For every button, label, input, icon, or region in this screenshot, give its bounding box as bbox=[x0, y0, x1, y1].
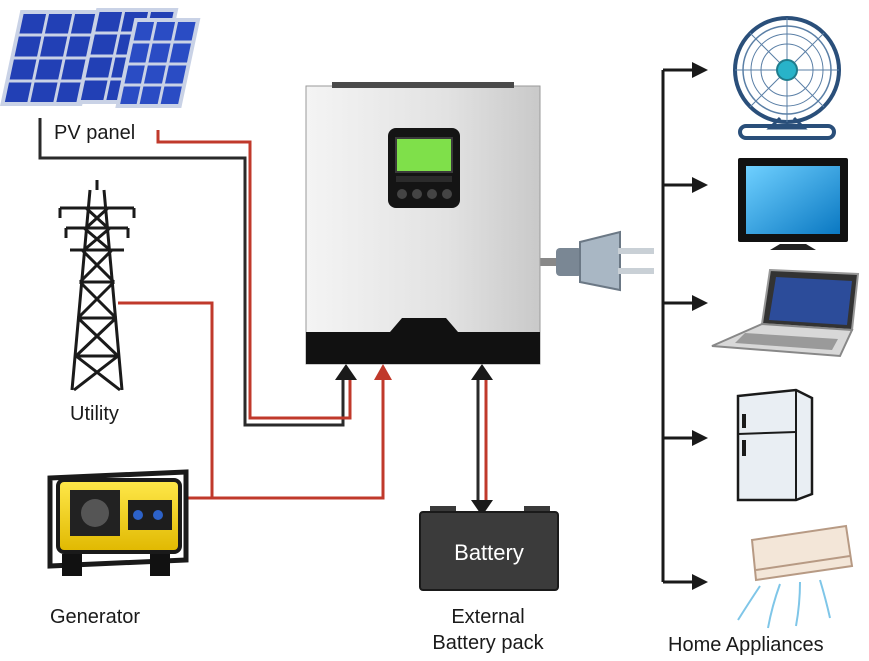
utility-red-wire bbox=[118, 301, 214, 498]
generator-red-wire bbox=[185, 372, 385, 500]
arrow-right-fridge-icon bbox=[692, 430, 708, 446]
solar-panel-icon bbox=[0, 8, 201, 108]
home-appliances-label: Home Appliances bbox=[668, 634, 824, 656]
wires bbox=[38, 68, 694, 584]
fan-icon bbox=[733, 16, 841, 140]
external-label-line2: Battery pack bbox=[432, 632, 544, 654]
arrow-up-battery-icon bbox=[471, 364, 493, 380]
arrow-right-laptop-icon bbox=[692, 295, 708, 311]
tv-icon bbox=[738, 158, 848, 250]
arrow-right-ac-icon bbox=[692, 574, 708, 590]
pv-dark-wire bbox=[38, 118, 345, 427]
arrow-right-tv-icon bbox=[692, 177, 708, 193]
arrow-up-pv-icon bbox=[335, 364, 357, 380]
fridge-icon bbox=[736, 388, 814, 502]
arrow-right-fan-icon bbox=[692, 62, 708, 78]
air-conditioner-icon bbox=[737, 524, 854, 629]
arrow-down-battery-icon bbox=[471, 500, 493, 516]
utility-label: Utility bbox=[70, 403, 119, 425]
external-label-line1: External bbox=[451, 606, 525, 628]
inverter-icon bbox=[305, 82, 541, 365]
battery-label: Battery bbox=[454, 540, 524, 565]
plug-icon bbox=[556, 230, 654, 292]
power-tower-icon bbox=[58, 180, 136, 392]
generator-icon bbox=[47, 469, 189, 576]
battery-icon bbox=[419, 506, 559, 591]
pv-panel-label: PV panel bbox=[54, 122, 136, 144]
laptop-icon bbox=[711, 268, 860, 358]
pv-red-wire bbox=[156, 130, 352, 420]
generator-label: Generator bbox=[50, 606, 141, 628]
arrowheads bbox=[335, 62, 708, 590]
arrow-up-gen-icon bbox=[374, 364, 392, 380]
